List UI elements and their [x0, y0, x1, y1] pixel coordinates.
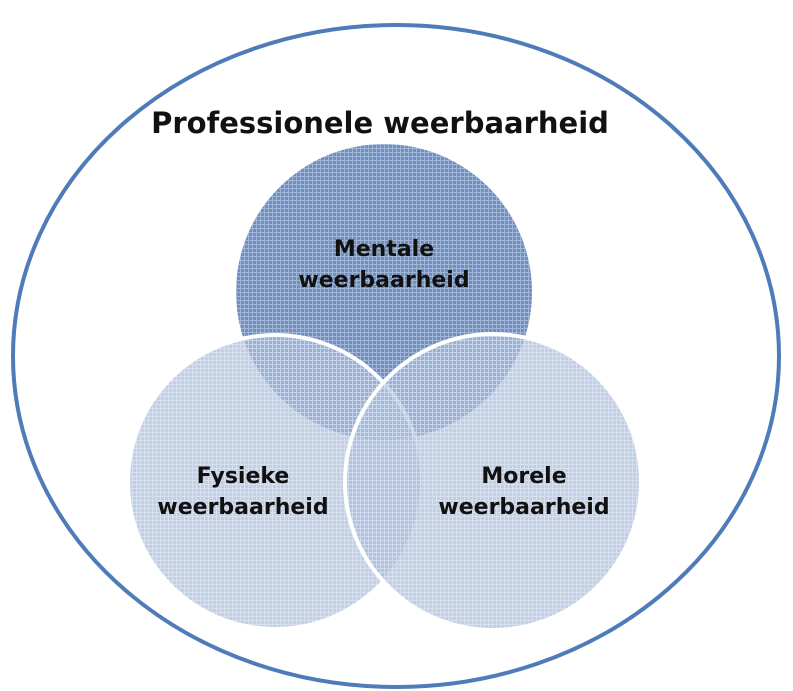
morele-label-2: weerbaarheid [438, 495, 609, 520]
circle-fysieke [126, 333, 424, 631]
morele-label-1: Morele [481, 464, 566, 489]
fysieke-label-1: Fysieke [197, 464, 290, 489]
circle-morele [343, 332, 643, 632]
fysieke-label-2: weerbaarheid [157, 495, 328, 520]
outer-ellipse [11, 23, 781, 689]
outer-title: Professionele weerbaarheid [151, 106, 609, 140]
mentale-label-2: weerbaarheid [298, 268, 469, 293]
mentale-label-1: Mentale [334, 237, 434, 262]
